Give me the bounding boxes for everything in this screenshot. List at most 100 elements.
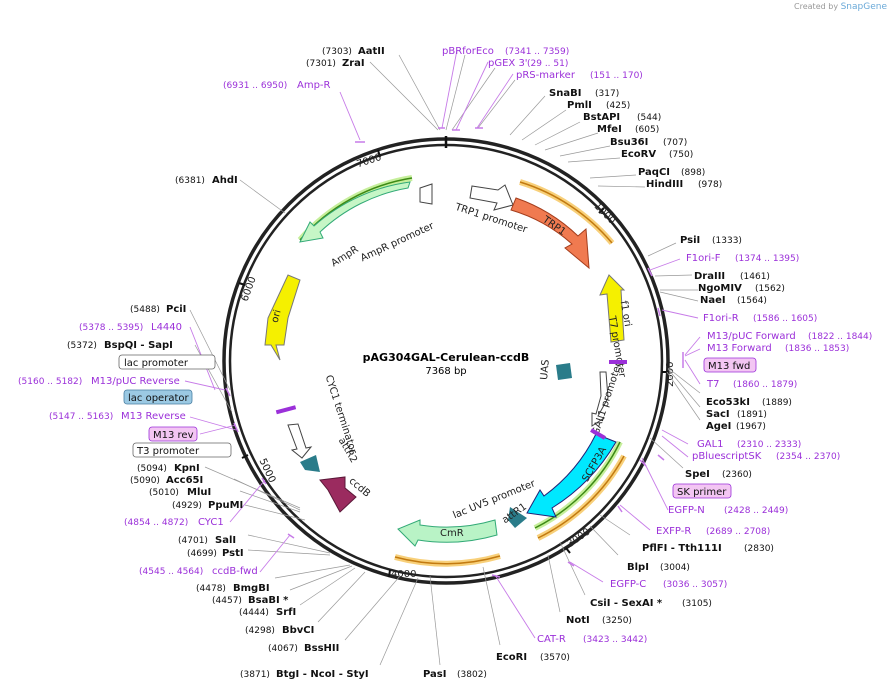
enzyme-mfei[interactable]: MfeI — [597, 124, 622, 135]
primer-f1ori-f[interactable]: F1ori-F — [686, 253, 721, 264]
feature-ccdb[interactable]: ccdB — [319, 476, 372, 513]
primer-sk[interactable]: SK primer — [677, 487, 727, 498]
enzyme-psti[interactable]: PstI — [222, 548, 244, 559]
enzyme-bmgbi[interactable]: BmgBI — [233, 583, 270, 594]
svg-text:(898): (898) — [681, 168, 705, 178]
primer-amp-r[interactable]: Amp-R — [297, 80, 331, 91]
svg-text:(6931 .. 6950): (6931 .. 6950) — [223, 81, 287, 91]
enzyme-bspqi-sapi[interactable]: BspQI - SapI — [104, 340, 173, 351]
enzyme-bsabi[interactable]: BsaBI * — [248, 595, 289, 606]
feature-cyc1-terminator[interactable]: CYC1 terminator — [287, 374, 359, 459]
enzyme-psii[interactable]: PsiI — [680, 235, 700, 246]
lac-promoter-box[interactable] — [118, 354, 216, 370]
enzyme-pflfi-tth111i[interactable]: PflFI - Tth111I — [642, 543, 722, 554]
feature-f1-ori[interactable]: f1 ori — [599, 274, 633, 343]
enzyme-hindiii[interactable]: HindIII — [646, 179, 683, 190]
enzyme-ecori[interactable]: EcoRI — [496, 652, 527, 663]
primer-prs-marker[interactable]: pRS-marker — [516, 70, 576, 81]
tick-2000: 2000 — [665, 362, 676, 387]
svg-text:(707): (707) — [663, 138, 687, 148]
enzyme-ngomiv[interactable]: NgoMIV — [698, 283, 742, 294]
primer-m13-rev[interactable]: M13 rev — [153, 430, 194, 441]
svg-text:(605): (605) — [635, 125, 659, 135]
primer-m13-puc-reverse[interactable]: M13/pUC Reverse — [91, 376, 180, 387]
svg-text:(2830): (2830) — [744, 544, 774, 554]
svg-text:(1860 .. 1879): (1860 .. 1879) — [733, 380, 797, 390]
primer-t7[interactable]: T7 — [706, 379, 719, 390]
svg-text:(3802): (3802) — [457, 670, 487, 680]
enzyme-bstapi[interactable]: BstAPI — [583, 112, 620, 123]
enzyme-pcii[interactable]: PciI — [166, 304, 186, 315]
enzyme-draiii[interactable]: DraIII — [694, 271, 725, 282]
plasmid-size: 7368 bp — [425, 366, 466, 377]
feature-cmr[interactable]: CmR — [397, 519, 498, 547]
enzyme-paqci[interactable]: PaqCI — [638, 167, 670, 178]
primer-m13-reverse[interactable]: M13 Reverse — [121, 411, 186, 422]
svg-text:(4545 .. 4564): (4545 .. 4564) — [139, 567, 203, 577]
enzyme-ppumi[interactable]: PpuMI — [208, 500, 243, 511]
enzyme-agei[interactable]: AgeI — [706, 421, 731, 432]
enzyme-btgi-ncoi-styi[interactable]: BtgI - NcoI - StyI — [276, 669, 369, 680]
enzyme-spei[interactable]: SpeI — [685, 469, 710, 480]
primer-exfp-r[interactable]: EXFP-R — [656, 526, 691, 537]
snapgene-logo-text: SnapGene — [840, 2, 887, 12]
svg-text:(6381): (6381) — [175, 176, 205, 186]
feature-ori[interactable]: ori — [264, 274, 301, 361]
primer-egfp-c[interactable]: EGFP-C — [610, 579, 646, 590]
primer-ccdb-fwd[interactable]: ccdB-fwd — [212, 566, 258, 577]
primer-m13-forward[interactable]: M13 Forward — [707, 343, 772, 354]
primer-l4440[interactable]: L4440 — [151, 322, 182, 333]
enzyme-eco53ki[interactable]: Eco53kI — [706, 397, 750, 408]
enzyme-acc65i[interactable]: Acc65I — [166, 475, 203, 486]
enzyme-mlui[interactable]: MluI — [187, 487, 211, 498]
m13-rev-box[interactable] — [148, 426, 198, 442]
svg-text:(2428 .. 2449): (2428 .. 2449) — [724, 506, 788, 516]
enzyme-pasi[interactable]: PasI — [423, 669, 446, 680]
primer-pbluescriptsk[interactable]: pBluescriptSK — [692, 451, 762, 462]
enzyme-zrai[interactable]: ZraI — [342, 58, 365, 69]
primer-f1ori-r[interactable]: F1ori-R — [703, 313, 739, 324]
enzyme-csii-sexai[interactable]: CsiI - SexAI * — [590, 598, 663, 609]
enzyme-snabi[interactable]: SnaBI — [549, 88, 581, 99]
primer-ticks — [225, 127, 684, 578]
svg-text:(4298): (4298) — [245, 626, 275, 636]
svg-text:(5488): (5488) — [130, 305, 160, 315]
primer-m13-puc-forward[interactable]: M13/pUC Forward — [707, 331, 796, 342]
primer-m13-fwd[interactable]: M13 fwd — [708, 361, 750, 372]
lac-operator-box[interactable] — [123, 389, 193, 405]
plasmid-name: pAG304GAL-Cerulean-ccdB — [363, 351, 530, 364]
svg-text:(1891): (1891) — [737, 410, 767, 420]
enzyme-srfi[interactable]: SrfI — [276, 607, 296, 618]
primer-cyc1[interactable]: CYC1 — [198, 517, 224, 528]
enzyme-pmli[interactable]: PmlI — [567, 100, 592, 111]
primer-egfp-n[interactable]: EGFP-N — [668, 505, 705, 516]
sk-primer-box[interactable] — [672, 483, 732, 499]
svg-text:(4067): (4067) — [268, 644, 298, 654]
svg-text:(2689 .. 2708): (2689 .. 2708) — [706, 527, 770, 537]
enzyme-naei[interactable]: NaeI — [700, 295, 726, 306]
feature-attr1[interactable]: attR1 — [500, 501, 529, 528]
enzyme-bbvci[interactable]: BbvCI — [282, 625, 314, 636]
enzyme-saci[interactable]: SacI — [706, 409, 730, 420]
primer-gal1[interactable]: GAL1 — [697, 439, 724, 450]
enzyme-labels: (7303)AatII (7301)ZraI SnaBI(317) PmlI(4… — [67, 46, 792, 680]
enzyme-noti[interactable]: NotI — [566, 615, 590, 626]
label-ampr: AmpR — [329, 244, 360, 269]
m13-fwd-box[interactable] — [703, 357, 757, 373]
enzyme-bsshii[interactable]: BssHII — [304, 643, 339, 654]
svg-text:(4457): (4457) — [212, 596, 242, 606]
enzyme-kpni[interactable]: KpnI — [174, 463, 200, 474]
enzyme-bsu36i[interactable]: Bsu36I — [610, 137, 648, 148]
enzyme-blpi[interactable]: BlpI — [627, 562, 649, 573]
t3-promoter-box[interactable] — [132, 442, 232, 458]
primer-pbrforeco[interactable]: pBRforEco — [442, 46, 494, 57]
label-ampr-promoter: AmpR promoter — [359, 220, 436, 264]
primer-pgex3[interactable]: pGEX 3' — [488, 58, 528, 69]
enzyme-aatii[interactable]: AatII — [358, 46, 385, 57]
enzyme-ahdi[interactable]: AhdI — [212, 175, 238, 186]
feature-gal1-promoter[interactable]: GAL1 promoter — [590, 360, 624, 437]
feature-uas[interactable]: UAS — [539, 359, 572, 380]
primer-cat-r[interactable]: CAT-R — [537, 634, 566, 645]
enzyme-sali[interactable]: SalI — [215, 535, 236, 546]
enzyme-ecorv[interactable]: EcoRV — [621, 149, 656, 160]
